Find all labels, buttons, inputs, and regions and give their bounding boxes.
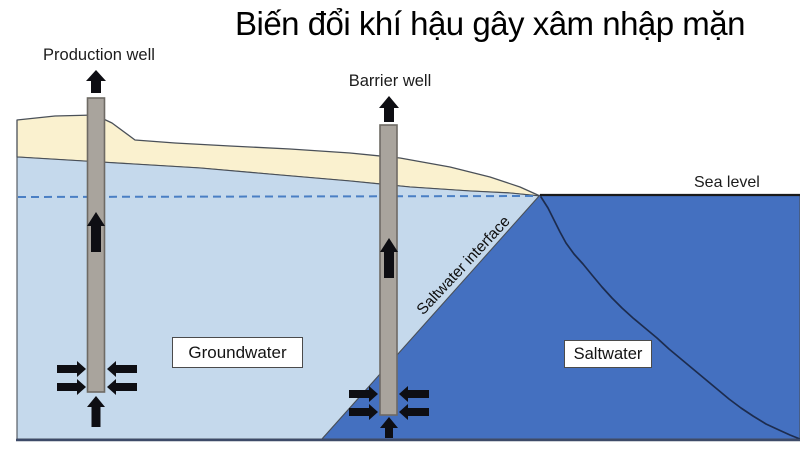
groundwater-label: Groundwater: [172, 337, 303, 368]
diagram-title: Biến đổi khí hậu gây xâm nhập mặn: [234, 5, 746, 42]
barrier-well-inflow-bottom-arrow: [380, 417, 398, 438]
barrier-well-inflow-right-arrow-1: [399, 386, 429, 402]
barrier-well-upflow-arrow: [380, 238, 398, 278]
barrier-well-inflow-right-arrow-2: [399, 404, 429, 420]
barrier-well-inflow-left-arrow-1: [349, 386, 378, 402]
production-well-discharge-arrow: [86, 70, 106, 93]
production-well-upflow-arrow: [87, 212, 105, 252]
production-well-inflow-bottom-arrow: [87, 396, 105, 427]
barrier-well-inflow-left-arrow-2: [349, 404, 378, 420]
barrier-well-discharge-arrow: [379, 96, 399, 122]
barrier-well-label: Barrier well: [348, 72, 432, 90]
saltwater-label: Saltwater: [564, 340, 652, 368]
production-well-inflow-left-arrow-1: [57, 361, 86, 377]
production-well-inflow-right-arrow-1: [107, 361, 137, 377]
seafloor-line: [540, 196, 800, 440]
sea-level-label: Sea level: [694, 174, 760, 191]
production-well-label: Production well: [43, 46, 155, 64]
production-well-inflow-right-arrow-2: [107, 379, 137, 395]
water-table-dashed-line: [17, 195, 539, 198]
production-well-inflow-left-arrow-2: [57, 379, 86, 395]
